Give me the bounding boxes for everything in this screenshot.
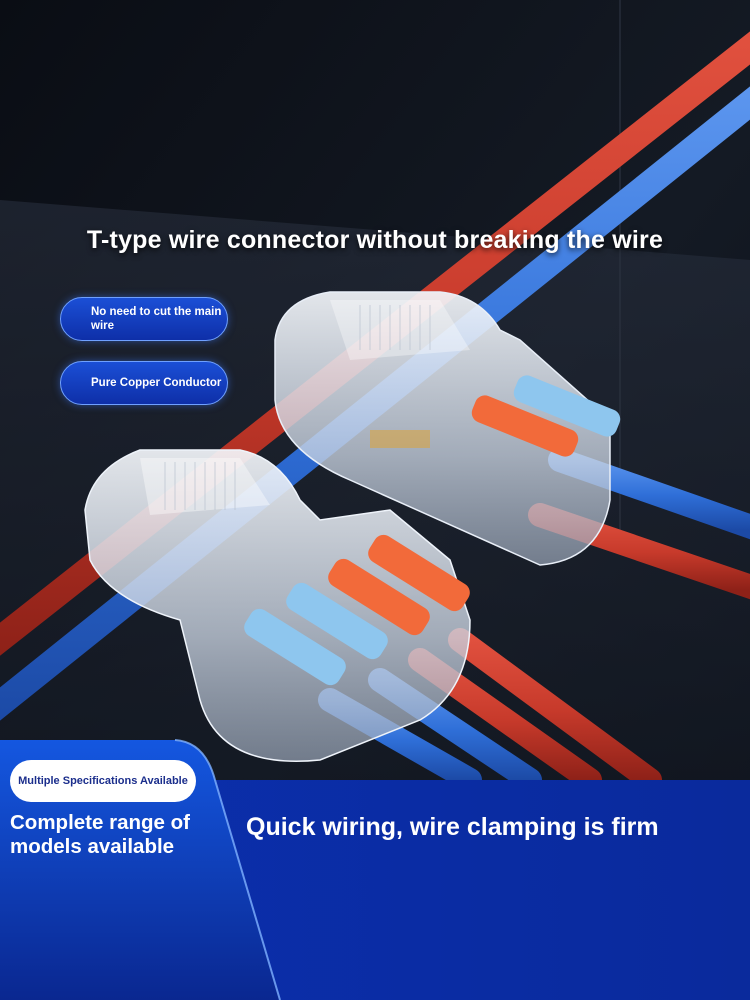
connector-front [84,449,471,762]
feature-badge-label: No need to cut the main wire [91,306,222,332]
left-caption: Complete range of models available [10,811,190,858]
feature-badge-label: Pure Copper Conductor [91,377,222,389]
connector-rear [274,291,621,566]
feature-badge-no-cut: No need to cut the main wire [60,297,228,341]
spec-badge-label: Multiple Specifications Available [18,775,188,787]
feature-badge-copper: Pure Copper Conductor [60,361,228,405]
headline: T-type wire connector without breaking t… [86,226,664,254]
right-caption: Quick wiring, wire clamping is firm [246,813,659,841]
spec-badge: Multiple Specifications Available [10,760,196,802]
